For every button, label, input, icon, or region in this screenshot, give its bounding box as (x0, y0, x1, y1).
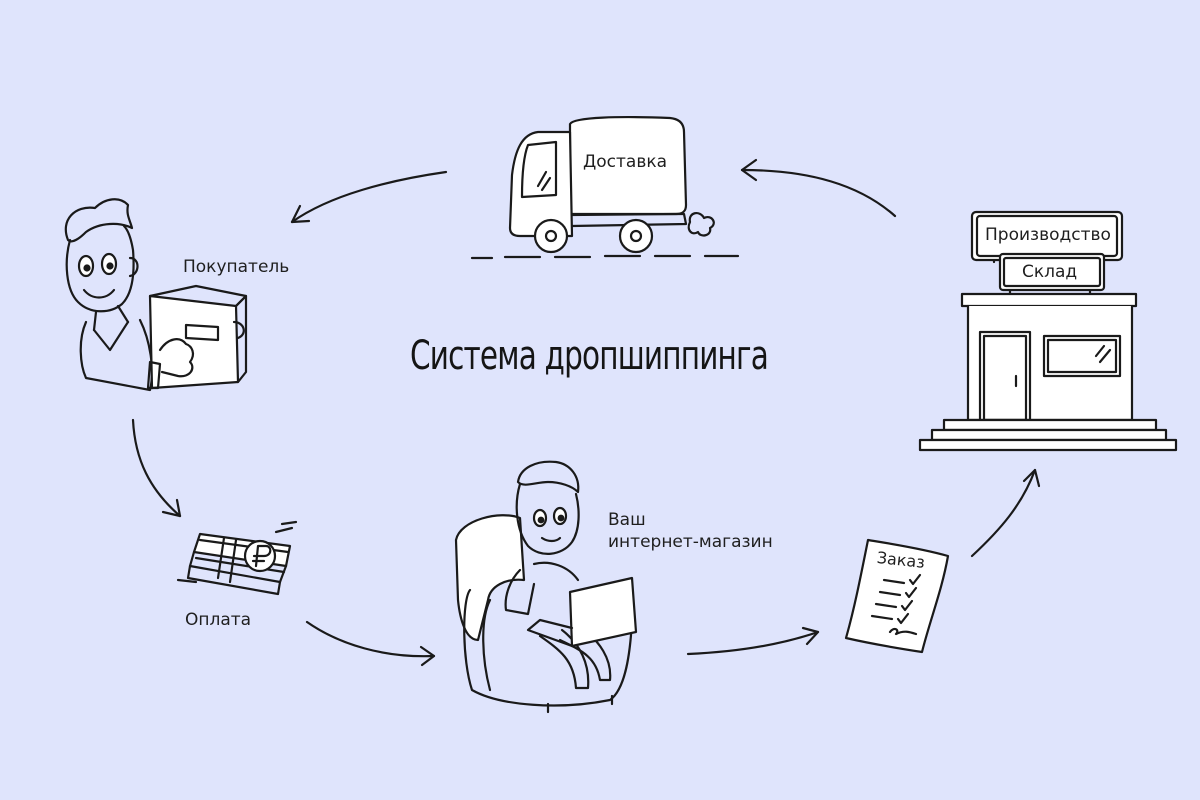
buyer-icon (66, 199, 246, 390)
arrow-buyer-to-payment (133, 420, 180, 516)
shop-label-line2: интернет-магазин (608, 532, 773, 553)
payment-label: Оплата (185, 610, 251, 631)
money-icon (178, 522, 296, 594)
diagram-title: Система дропшиппинга (410, 333, 768, 379)
delivery-label: Доставка (583, 152, 667, 173)
shop-label-line1: Ваш (608, 510, 646, 531)
arrow-order-to-warehouse (972, 470, 1039, 556)
buyer-label: Покупатель (183, 257, 289, 278)
production-label: Производство (985, 225, 1111, 246)
warehouse-label: Склад (1022, 262, 1077, 283)
arrow-shop-to-order (688, 628, 818, 654)
warehouse-icon (920, 212, 1176, 450)
arrow-payment-to-shop (307, 622, 434, 665)
online-shop-icon (456, 462, 636, 712)
arrow-delivery-to-buyer (292, 172, 446, 222)
truck-icon (472, 117, 738, 258)
arrow-warehouse-to-delivery (742, 160, 895, 216)
